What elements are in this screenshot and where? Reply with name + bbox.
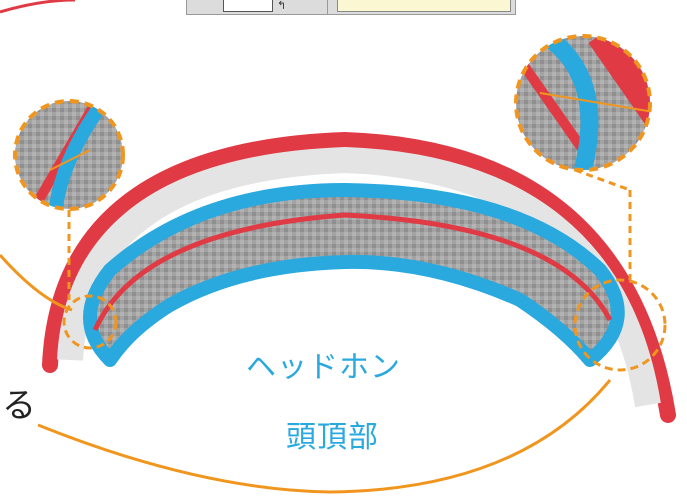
right-magnifier [514, 34, 652, 172]
right-magnifier-content [516, 36, 650, 170]
left-leader-curve [0, 254, 73, 312]
right-connector-top [574, 168, 631, 192]
toolbar-divider [327, 0, 328, 14]
top-left-callout-curve [0, 0, 76, 14]
headband-body [83, 183, 625, 367]
inner-red-line [92, 212, 613, 332]
toolbar-input[interactable] [337, 0, 511, 12]
toolbar-panel: ↰ [186, 0, 516, 15]
right-detail-marker [573, 278, 667, 372]
headphone-label: ヘッドホン [246, 350, 401, 385]
side-text-fragment: る [2, 386, 36, 426]
crown-label: 頭頂部 [286, 420, 379, 455]
outer-red-arc [42, 131, 676, 423]
bottom-bracket-curve [37, 379, 612, 494]
left-magnifier [13, 99, 125, 211]
color-swatch[interactable] [223, 0, 273, 12]
left-magnifier-content [15, 101, 123, 209]
swap-colors-icon[interactable]: ↰ [277, 0, 287, 12]
left-detail-marker [62, 294, 118, 350]
